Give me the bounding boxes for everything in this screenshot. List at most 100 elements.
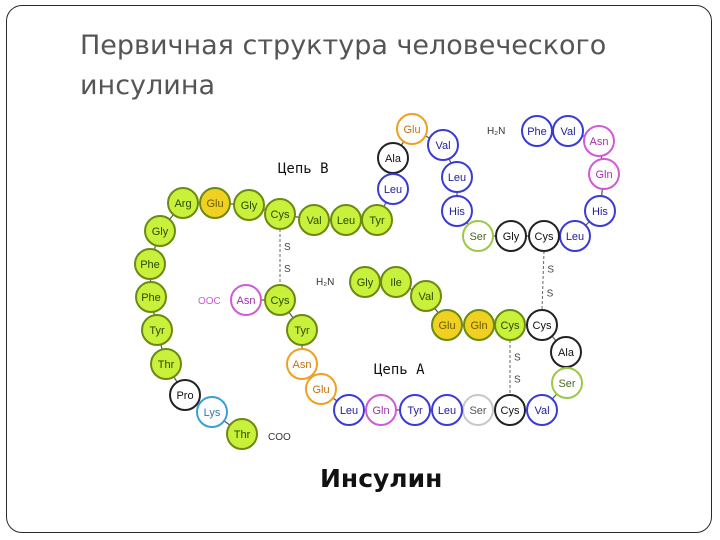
chain-a-residue-19: Tyr — [286, 314, 318, 346]
chain-a-residue-14: Tyr — [399, 394, 431, 426]
chain-b-residue-circle — [528, 220, 560, 252]
chain-a-residue-circle — [494, 394, 526, 426]
chain-a-residue-label: Asn — [237, 295, 256, 307]
chain-a-residue-label: Ile — [390, 277, 402, 289]
chain-b-residue-circle — [588, 158, 620, 190]
sulfur-label: S — [284, 264, 291, 275]
chain-b-residue-label: His — [449, 206, 465, 218]
chain-b-residue-15: Leu — [377, 173, 409, 205]
chain-b-residue-label: Thr — [158, 359, 175, 371]
chain-b-residue-20: Gly — [233, 189, 265, 221]
sulfur-label: S — [547, 265, 554, 276]
chain-b-residue-label: Phe — [527, 126, 547, 138]
chain-b-residue-16: Tyr — [361, 204, 393, 236]
chain-a-residue-1: Gly — [349, 266, 381, 298]
chain-b-residue-circle — [144, 215, 176, 247]
chain-b-n-terminus: H₂N — [487, 126, 505, 137]
chain-b-residue-circle — [441, 161, 473, 193]
chain-b-residue-circle — [298, 204, 330, 236]
chain-b-residue-28: Pro — [169, 379, 201, 411]
chain-b-residue-2: Val — [552, 115, 584, 147]
chain-b-residue-label: Glu — [403, 124, 420, 136]
chain-a-residue-3: Val — [410, 280, 442, 312]
chain-a-residue-circle — [551, 367, 583, 399]
chain-b-label: Цепь В — [278, 161, 329, 177]
chain-b-residue-label: Leu — [384, 184, 402, 196]
chain-b-residue-label: Leu — [337, 215, 355, 227]
chain-b-residue-6: Leu — [559, 220, 591, 252]
sulfur-label: S — [514, 353, 521, 364]
sulfur-label: S — [284, 242, 291, 253]
chain-b-residue-9: Ser — [462, 220, 494, 252]
chain-b-residue-label: Val — [435, 140, 450, 152]
chain-b-residue-label: Phe — [141, 292, 161, 304]
chain-a-residue-12: Ser — [462, 394, 494, 426]
chain-b-residue-label: Gln — [595, 169, 612, 181]
chain-b-residue-22: Arg — [167, 187, 199, 219]
chain-a-residue-label: Glu — [438, 320, 455, 332]
chain-a-residue-circle — [380, 266, 412, 298]
chain-b-residue-circle — [396, 113, 428, 145]
chain-a-residue-15: Gln — [365, 394, 397, 426]
chain-a-residue-circle — [230, 284, 262, 316]
chain-a-residue-circle — [286, 314, 318, 346]
chain-a-residue-18: Asn — [286, 348, 318, 380]
chain-a-residue-label: Glu — [312, 384, 329, 396]
chain-a-residue-circle — [431, 394, 463, 426]
chain-b-residue-circle — [169, 379, 201, 411]
chain-b-residue-25: Phe — [135, 281, 167, 313]
chain-a-residue-label: Cys — [271, 295, 290, 307]
chain-b-residue-23: Gly — [144, 215, 176, 247]
chain-a-residue-21: Asn — [230, 284, 262, 316]
chain-b-residue-4: Gln — [588, 158, 620, 190]
slide-title: Первичная структура человеческого инсули… — [80, 30, 607, 101]
chain-a-residue-label: Val — [534, 405, 549, 417]
chain-a-residue-circle — [431, 309, 463, 341]
chain-b-residue-21: Glu — [199, 187, 231, 219]
chain-b-residue-3: Asn — [583, 125, 615, 157]
chain-b-residue-circle — [196, 396, 228, 428]
sulfur-label: S — [547, 288, 554, 299]
chain-b-residue-14: Ala — [377, 142, 409, 174]
chain-b-residue-24: Phe — [134, 248, 166, 280]
chain-b-residue-5: His — [584, 195, 616, 227]
chain-b-residue-label: Val — [306, 215, 321, 227]
chain-a-residue-circle — [410, 280, 442, 312]
chain-a-residue-label: Gln — [470, 320, 487, 332]
chain-a-residue-label: Val — [418, 291, 433, 303]
chain-b-residue-circle — [167, 187, 199, 219]
chain-a-residue-circle — [526, 309, 558, 341]
chain-b-residue-17: Leu — [330, 204, 362, 236]
chain-b-residue-label: Arg — [174, 198, 191, 210]
chain-b-residue-label: Gly — [152, 226, 169, 238]
chain-a-residue-10: Val — [526, 394, 558, 426]
chain-a-residue-circle — [494, 309, 526, 341]
chain-b-residue-circle — [233, 189, 265, 221]
chain-a-residue-label: Tyr — [294, 325, 310, 337]
chain-a-residue-label: Ser — [558, 378, 575, 390]
chain-a-residue-label: Leu — [438, 405, 456, 417]
chain-b-residue-label: His — [592, 206, 608, 218]
chain-b-residue-8: Gly — [495, 220, 527, 252]
chain-b-residue-26: Tyr — [141, 314, 173, 346]
chain-b-residue-circle — [441, 195, 473, 227]
chain-a-residue-circle — [264, 284, 296, 316]
chain-b-c-terminus: COO — [268, 432, 291, 443]
slide-frame — [6, 5, 712, 533]
chain-b-residue-circle — [135, 281, 167, 313]
chain-b-residue-circle — [330, 204, 362, 236]
chain-b-residue-label: Cys — [535, 231, 554, 243]
chain-b-residue-circle — [264, 198, 296, 230]
chain-a-residue-2: Ile — [380, 266, 412, 298]
chain-b-residue-label: Asn — [590, 136, 609, 148]
chain-a-residue-label: Leu — [340, 405, 358, 417]
chain-b-residue-circle — [462, 220, 494, 252]
chain-b-residue-label: Tyr — [369, 215, 385, 227]
chain-b-residue-7: Cys — [528, 220, 560, 252]
chain-b-residue-label: Lys — [204, 407, 221, 419]
chain-b-residue-label: Gly — [241, 200, 258, 212]
chain-b-residue-label: Ser — [469, 231, 486, 243]
disulfide-bond-2 — [541, 250, 545, 311]
chain-b-residue-circle — [141, 314, 173, 346]
